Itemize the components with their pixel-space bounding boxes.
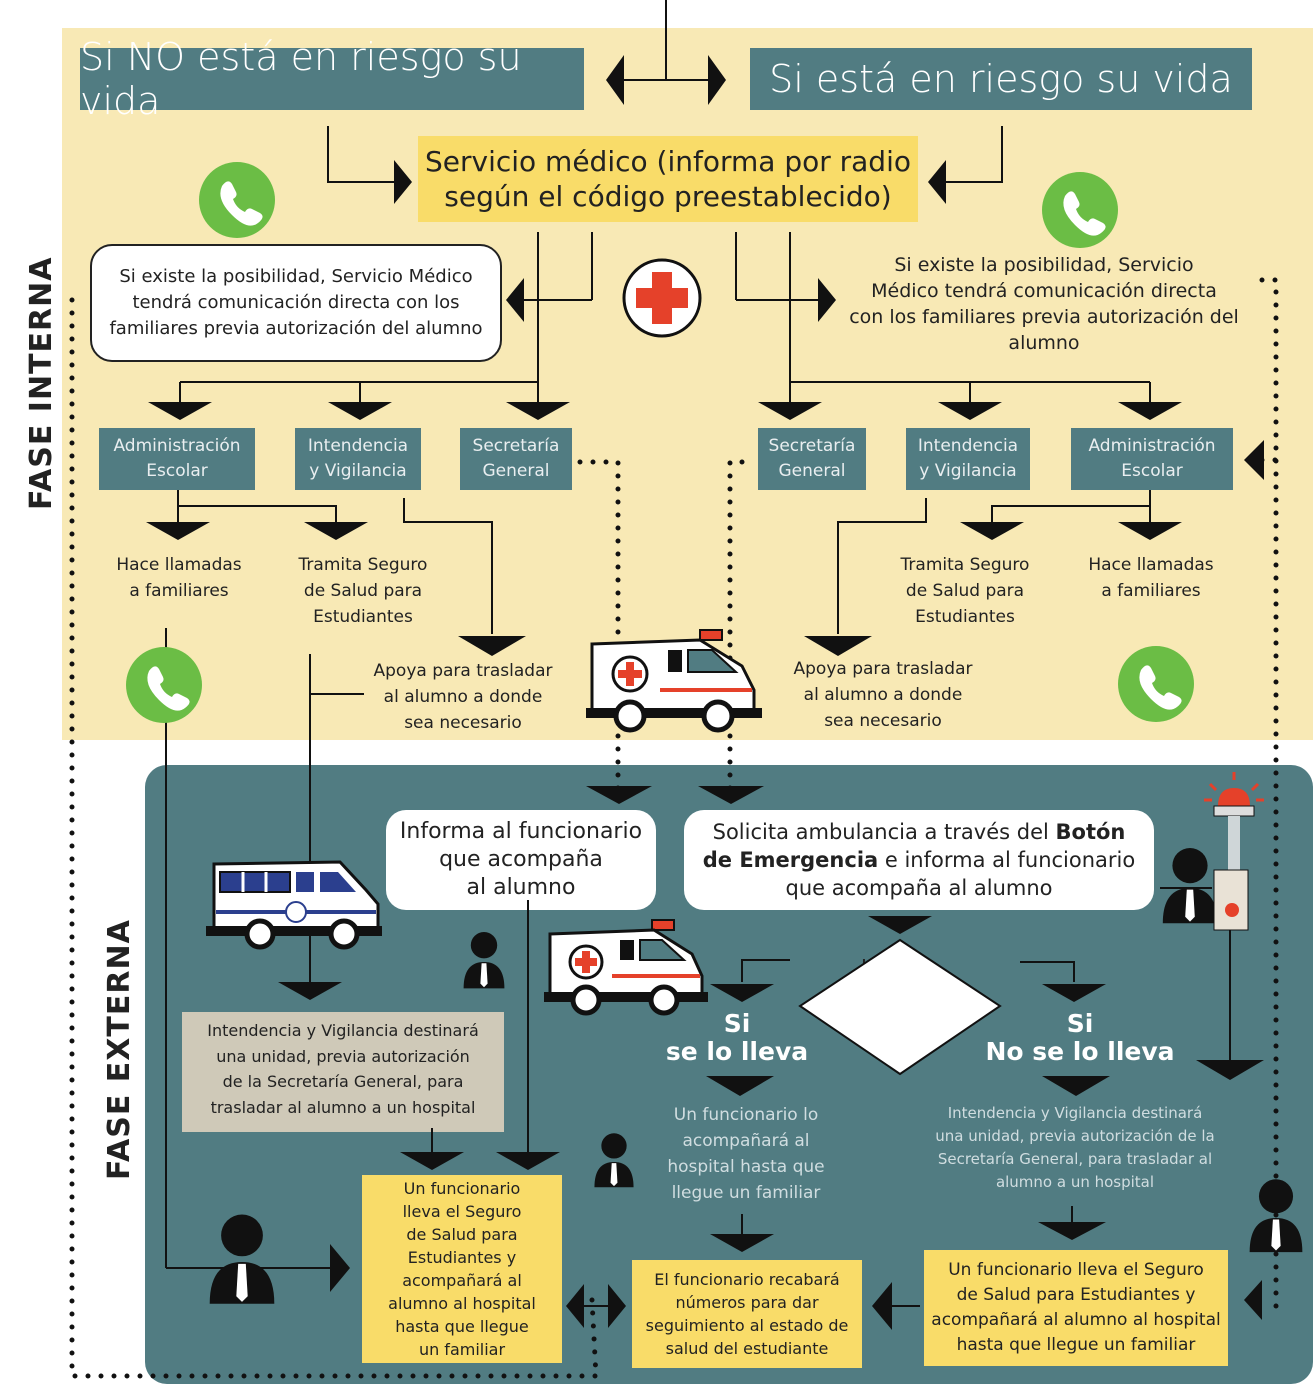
calls-right: Hace llamadas a familiares [1088,555,1214,601]
ambulance-request-line1: Solicita ambulancia a través del Botón [712,820,1126,844]
external-phase-label: FASE EXTERNA [102,919,137,1180]
family-contact-left: Si existe la posibilidad, Servicio Médic… [90,244,502,362]
ambulance-request-box: Solicita ambulancia a través del Botón d… [684,810,1154,910]
ambulance-arrives-text: Llega la ambulancia y valora al alumno [841,955,959,1054]
internal-phase-label: FASE INTERNA [24,256,59,510]
insurance-left: Tramita Seguro de Salud para Estudiantes [298,555,428,627]
internal-phase-area [62,28,1313,740]
inform-official-box: Informa al funcionario que acompaña al a… [386,810,656,910]
mid-final-box: El funcionario recabará números para dar… [632,1260,862,1368]
office-secretaria-left: Secretaría General [460,428,572,490]
calls-left: Hace llamadas a familiares [116,555,242,601]
medical-service-box: Servicio médico (informa por radio según… [418,136,918,222]
no-takes-label: Si No se lo lleva [985,1009,1175,1066]
office-admin-right: Administración Escolar [1071,428,1233,490]
unit-left-box: Intendencia y Vigilancia destinará una u… [182,1012,504,1132]
office-intendencia-right: Intendencia y Vigilancia [906,428,1030,490]
left-final-box: Un funcionario lleva el Seguro de Salud … [362,1175,562,1363]
family-contact-right: Si existe la posibilidad, Servicio Médic… [849,254,1239,354]
office-admin-left: Administración Escolar [99,428,255,490]
official-hospital-text: Un funcionario lo acompañará al hospital… [667,1105,825,1203]
no-risk-header: Si NO está en riesgo su vida [80,35,584,123]
risk-header: Si está en riesgo su vida [750,48,1252,110]
insurance-right: Tramita Seguro de Salud para Estudiantes [900,555,1030,627]
transfer-right: Apoya para trasladar al alumno a donde s… [793,659,973,731]
unit-right-text: Intendencia y Vigilancia destinará una u… [935,1104,1215,1191]
right-final-box: Un funcionario lleva el Seguro de Salud … [924,1250,1228,1366]
yes-takes-label: Si se lo lleva [665,1009,809,1066]
ambulance-request-line3: que acompaña al alumno [785,876,1053,900]
ambulance-request-line2: de Emergencia e informa al funcionario [702,848,1136,872]
office-intendencia-left: Intendencia y Vigilancia [295,428,421,490]
transfer-left: Apoya para trasladar al alumno a donde s… [373,661,553,733]
office-secretaria-right: Secretaría General [758,428,866,490]
